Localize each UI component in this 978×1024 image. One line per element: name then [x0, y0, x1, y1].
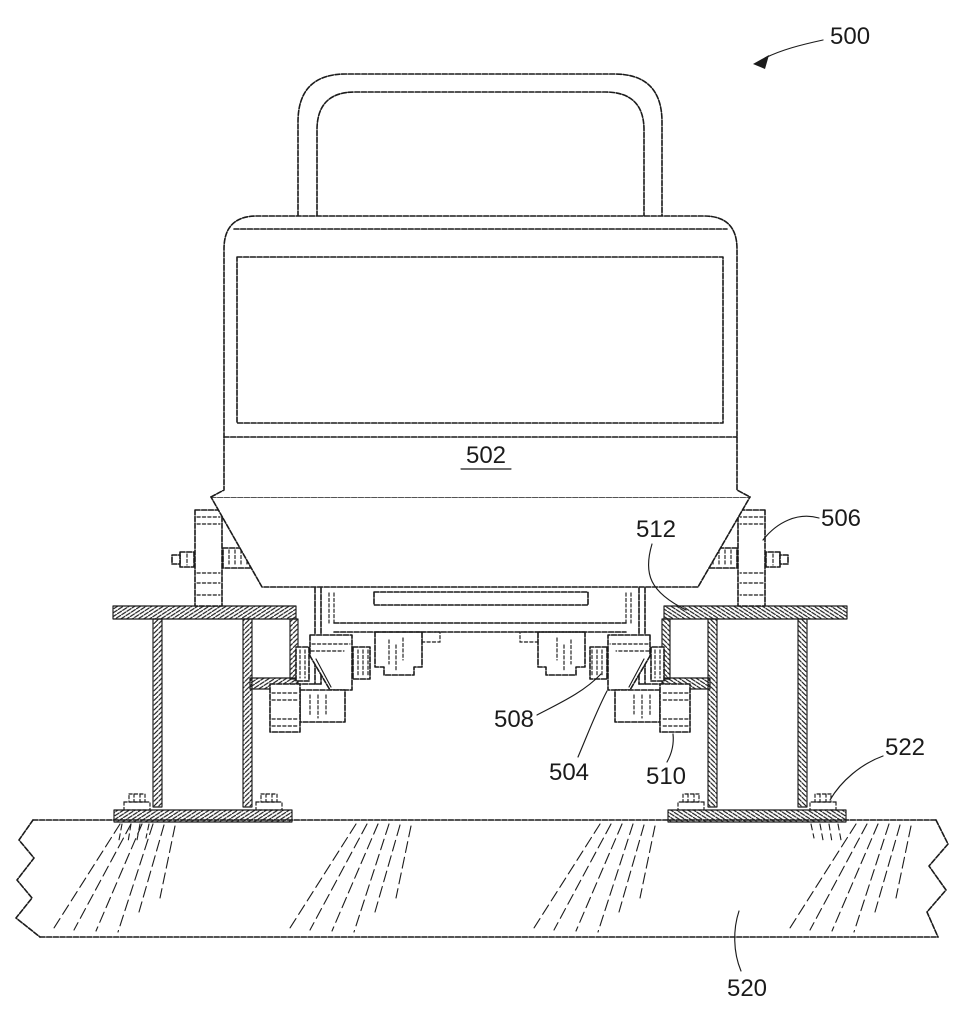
- ref-512: 512: [636, 516, 687, 611]
- ref-522: 522: [829, 734, 925, 801]
- handle: [297, 73, 663, 217]
- ref-502: 502: [460, 442, 512, 470]
- machine-housing: [210, 73, 751, 498]
- banded-block: [269, 683, 301, 733]
- wedge-isolator: [309, 634, 353, 691]
- arrowhead: [753, 55, 769, 69]
- step-block: [299, 689, 346, 723]
- mount-plate: [333, 591, 627, 633]
- anchor-bolt: [123, 793, 151, 811]
- break-line-right: [926, 819, 949, 938]
- anchor-bolt: [255, 793, 283, 811]
- ref-label-512: 512: [636, 516, 676, 543]
- ref-label-510: 510: [646, 763, 686, 790]
- ref-504: 504: [549, 690, 608, 786]
- plate-ticks: [118, 823, 150, 843]
- hanging-block: [374, 631, 423, 676]
- ref-label-500: 500: [830, 23, 870, 50]
- support-stand: [112, 605, 299, 843]
- ref-500: 500: [753, 23, 870, 69]
- ref-label-508: 508: [494, 706, 534, 733]
- plate-hatching: [53, 823, 912, 933]
- front-panel: [236, 256, 724, 424]
- ref-label-502: 502: [466, 442, 506, 469]
- rail-step: [421, 631, 441, 643]
- ref-label-504: 504: [549, 759, 589, 786]
- isolator-bracket: [171, 509, 251, 607]
- mount-stack: [269, 631, 423, 733]
- ref-506: 506: [762, 505, 861, 541]
- ref-label-506: 506: [821, 505, 861, 532]
- ref-508: 508: [494, 673, 602, 733]
- reference-labels: 500 502 506 512 508 504 510 522: [460, 23, 925, 1002]
- ground-plate: [15, 819, 949, 938]
- ref-label-520: 520: [727, 975, 767, 1002]
- ref-label-522: 522: [885, 734, 925, 761]
- ref-520: 520: [727, 910, 767, 1002]
- break-line-left: [15, 819, 41, 938]
- ref-510: 510: [646, 733, 686, 790]
- isolator-bolt: [171, 551, 195, 568]
